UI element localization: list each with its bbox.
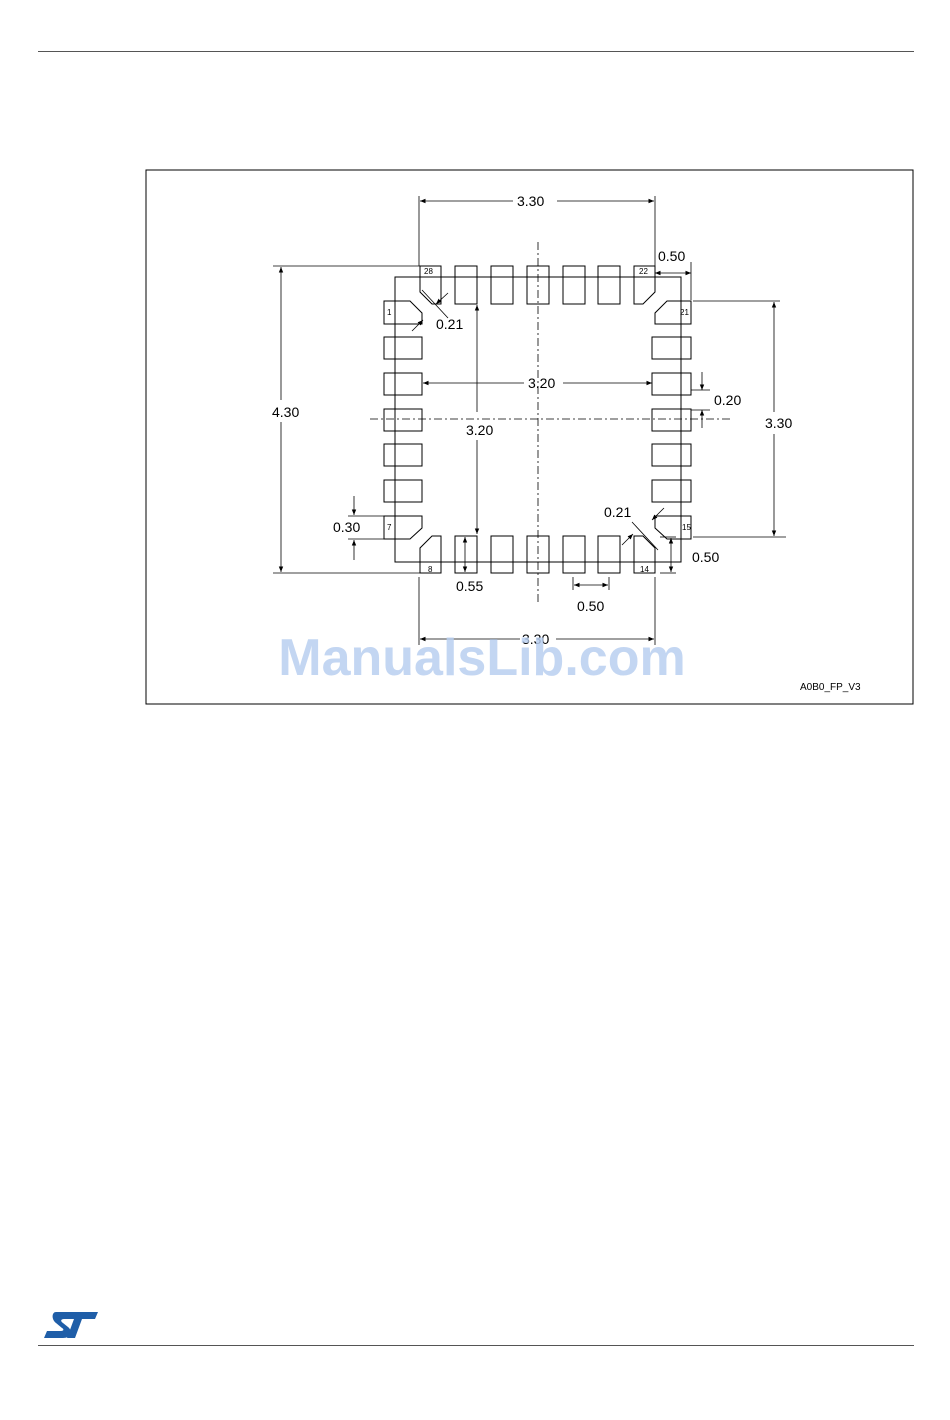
label-left-pad-height: 0.30 <box>333 519 360 535</box>
pad-bottom-2 <box>491 536 513 573</box>
label-chamfer-bottom-right: 0.21 <box>604 504 631 520</box>
label-left-height: 4.30 <box>272 404 299 420</box>
label-top-width: 3.30 <box>517 193 544 209</box>
pad-top-5 <box>598 266 620 304</box>
st-logo <box>42 1308 102 1344</box>
label-right-height: 3.30 <box>765 415 792 431</box>
pin-label-21: 21 <box>680 308 689 317</box>
dimension-lines <box>273 196 786 645</box>
pad-top-2 <box>491 266 513 304</box>
pad-top-1 <box>455 266 477 304</box>
watermark: ManualsLib.com <box>278 629 685 687</box>
pin-label-7: 7 <box>387 523 392 532</box>
chamfer-tl-arrow-b <box>412 320 423 331</box>
chamfer-tl-arrow-a <box>436 293 448 304</box>
corner-pads <box>384 266 691 573</box>
pad-group <box>384 266 691 573</box>
pad-bottom-4 <box>563 536 585 573</box>
pad-right-4 <box>652 444 691 466</box>
chamfer-br-arrow-b <box>622 534 633 545</box>
pad-left-4 <box>384 444 422 466</box>
pad-bottom-5 <box>598 536 620 573</box>
pin-label-22: 22 <box>639 267 648 276</box>
pin-label-8: 8 <box>428 565 433 574</box>
label-bottom-right-pitch: 0.50 <box>692 549 719 565</box>
pad-left-5 <box>384 480 422 502</box>
pad-left-3 <box>384 409 422 431</box>
pin-label-15: 15 <box>682 523 691 532</box>
pad-left-2 <box>384 373 422 395</box>
pad-bottom-1 <box>455 536 477 573</box>
pad-right-5 <box>652 480 691 502</box>
label-top-right-pitch: 0.50 <box>658 248 685 264</box>
pin-labels: 28 22 1 21 7 15 8 14 <box>387 267 691 574</box>
figure-id-label: A0B0_FP_V3 <box>800 682 861 693</box>
label-inner-height: 3.20 <box>466 422 493 438</box>
pad-right-2 <box>652 373 691 395</box>
pin-label-1: 1 <box>387 308 392 317</box>
pad-top-4 <box>563 266 585 304</box>
pad-right-3 <box>652 409 691 431</box>
figure-frame <box>146 170 913 704</box>
label-pad-length: 0.55 <box>456 578 483 594</box>
pad-left-1 <box>384 337 422 359</box>
pad-right-1 <box>652 337 691 359</box>
pin-label-14: 14 <box>640 565 649 574</box>
label-bottom-pitch: 0.50 <box>577 598 604 614</box>
pin-label-28: 28 <box>424 267 433 276</box>
label-inner-width: 3.20 <box>528 375 555 391</box>
label-chamfer-top-left: 0.21 <box>436 316 463 332</box>
dimension-labels: 3.30 0.50 0.21 3.20 3.20 0.20 3.30 4.30 … <box>272 193 792 647</box>
label-right-pad-height: 0.20 <box>714 392 741 408</box>
chamfer-br-arrow-a <box>652 508 664 520</box>
chamfer-tl-line <box>422 290 448 318</box>
